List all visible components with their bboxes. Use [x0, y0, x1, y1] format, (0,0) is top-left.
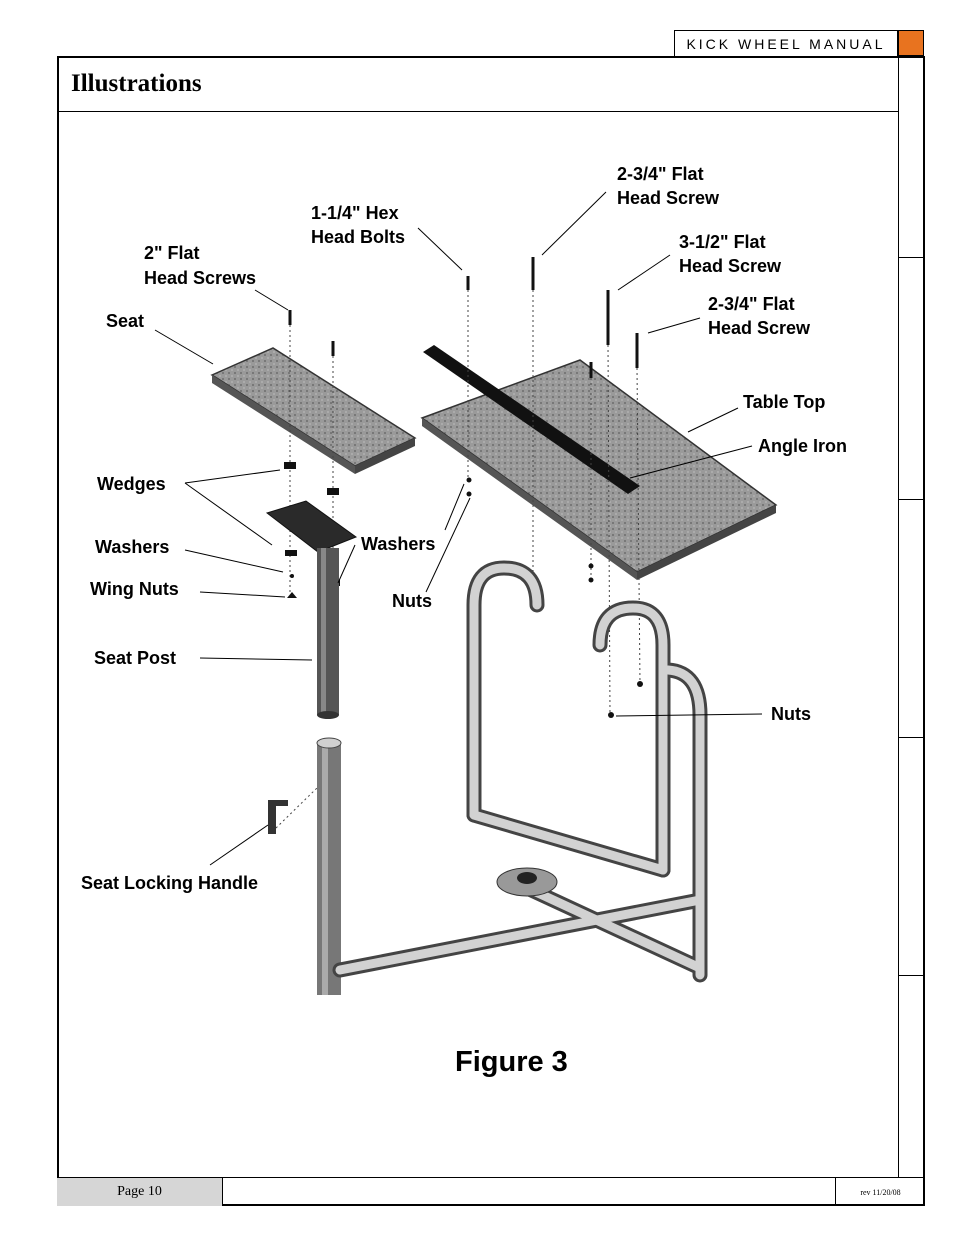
label-hex-head-bolts-line1: 1-1/4" Hex — [311, 203, 399, 223]
label-seat-post: Seat Post — [94, 648, 176, 668]
page-frame — [57, 56, 925, 1206]
bearing-block-part — [496, 867, 558, 897]
label-wing-nuts: Wing Nuts — [90, 579, 179, 599]
lower-post-part — [268, 737, 342, 995]
label-seat-locking-handle: Seat Locking Handle — [81, 873, 258, 893]
kick-wheel-assembly-diagram: Seat 2" Flat Head Screws 1-1/4" Hex Head… — [81, 164, 847, 995]
dashed-guide-lines — [275, 290, 641, 829]
side-divider — [899, 737, 925, 738]
label-nuts-right: Nuts — [771, 704, 811, 724]
label-234-flat-head-screw-right-line2: Head Screw — [708, 318, 811, 338]
page-number: Page 10 — [117, 1184, 162, 1199]
label-234-flat-head-screw-right-line1: 2-3/4" Flat — [708, 294, 795, 314]
seat-bracket-part — [265, 500, 358, 553]
label-wedges: Wedges — [97, 474, 166, 494]
label-washers-center: Washers — [361, 534, 435, 554]
label-seat: Seat — [106, 311, 144, 331]
label-312-flat-head-screw-line1: 3-1/2" Flat — [679, 232, 766, 252]
leader-lines — [154, 191, 763, 866]
screws-and-bolts — [288, 257, 639, 378]
revision-cell: rev 11/20/08 — [835, 1178, 925, 1206]
kick-wheel-frame-part — [332, 560, 708, 983]
page-number-cell: Page 10 — [57, 1178, 223, 1206]
label-2in-flat-head-screws-line2: Head Screws — [144, 268, 256, 288]
side-column — [898, 56, 925, 1178]
seat-part — [210, 347, 417, 474]
part-labels: Seat 2" Flat Head Screws 1-1/4" Hex Head… — [81, 164, 847, 893]
manual-title-tab: KICK WHEEL MANUAL — [674, 30, 898, 56]
accent-block — [898, 30, 924, 56]
revision-date: rev 11/20/08 — [860, 1187, 901, 1197]
label-234-flat-head-screw-top-line2: Head Screw — [617, 188, 720, 208]
side-divider — [899, 257, 925, 258]
seat-post-part — [317, 548, 339, 719]
label-hex-head-bolts-line2: Head Bolts — [311, 227, 405, 247]
page-footer: Page 10 rev 11/20/08 — [57, 1177, 925, 1206]
angle-iron-part — [423, 345, 640, 494]
label-nuts-center: Nuts — [392, 591, 432, 611]
label-washers-left: Washers — [95, 537, 169, 557]
manual-title: KICK WHEEL MANUAL — [686, 35, 886, 52]
label-table-top: Table Top — [743, 392, 825, 412]
label-234-flat-head-screw-top-line1: 2-3/4" Flat — [617, 164, 704, 184]
label-312-flat-head-screw-line2: Head Screw — [679, 256, 782, 276]
page-title: Illustrations — [71, 70, 202, 97]
side-divider — [899, 975, 925, 976]
label-2in-flat-head-screws-line1: 2" Flat — [144, 243, 200, 263]
side-divider — [899, 499, 925, 500]
figure-caption: Figure 3 — [455, 1046, 568, 1078]
label-angle-iron: Angle Iron — [758, 436, 847, 456]
title-row: Illustrations — [57, 56, 899, 112]
